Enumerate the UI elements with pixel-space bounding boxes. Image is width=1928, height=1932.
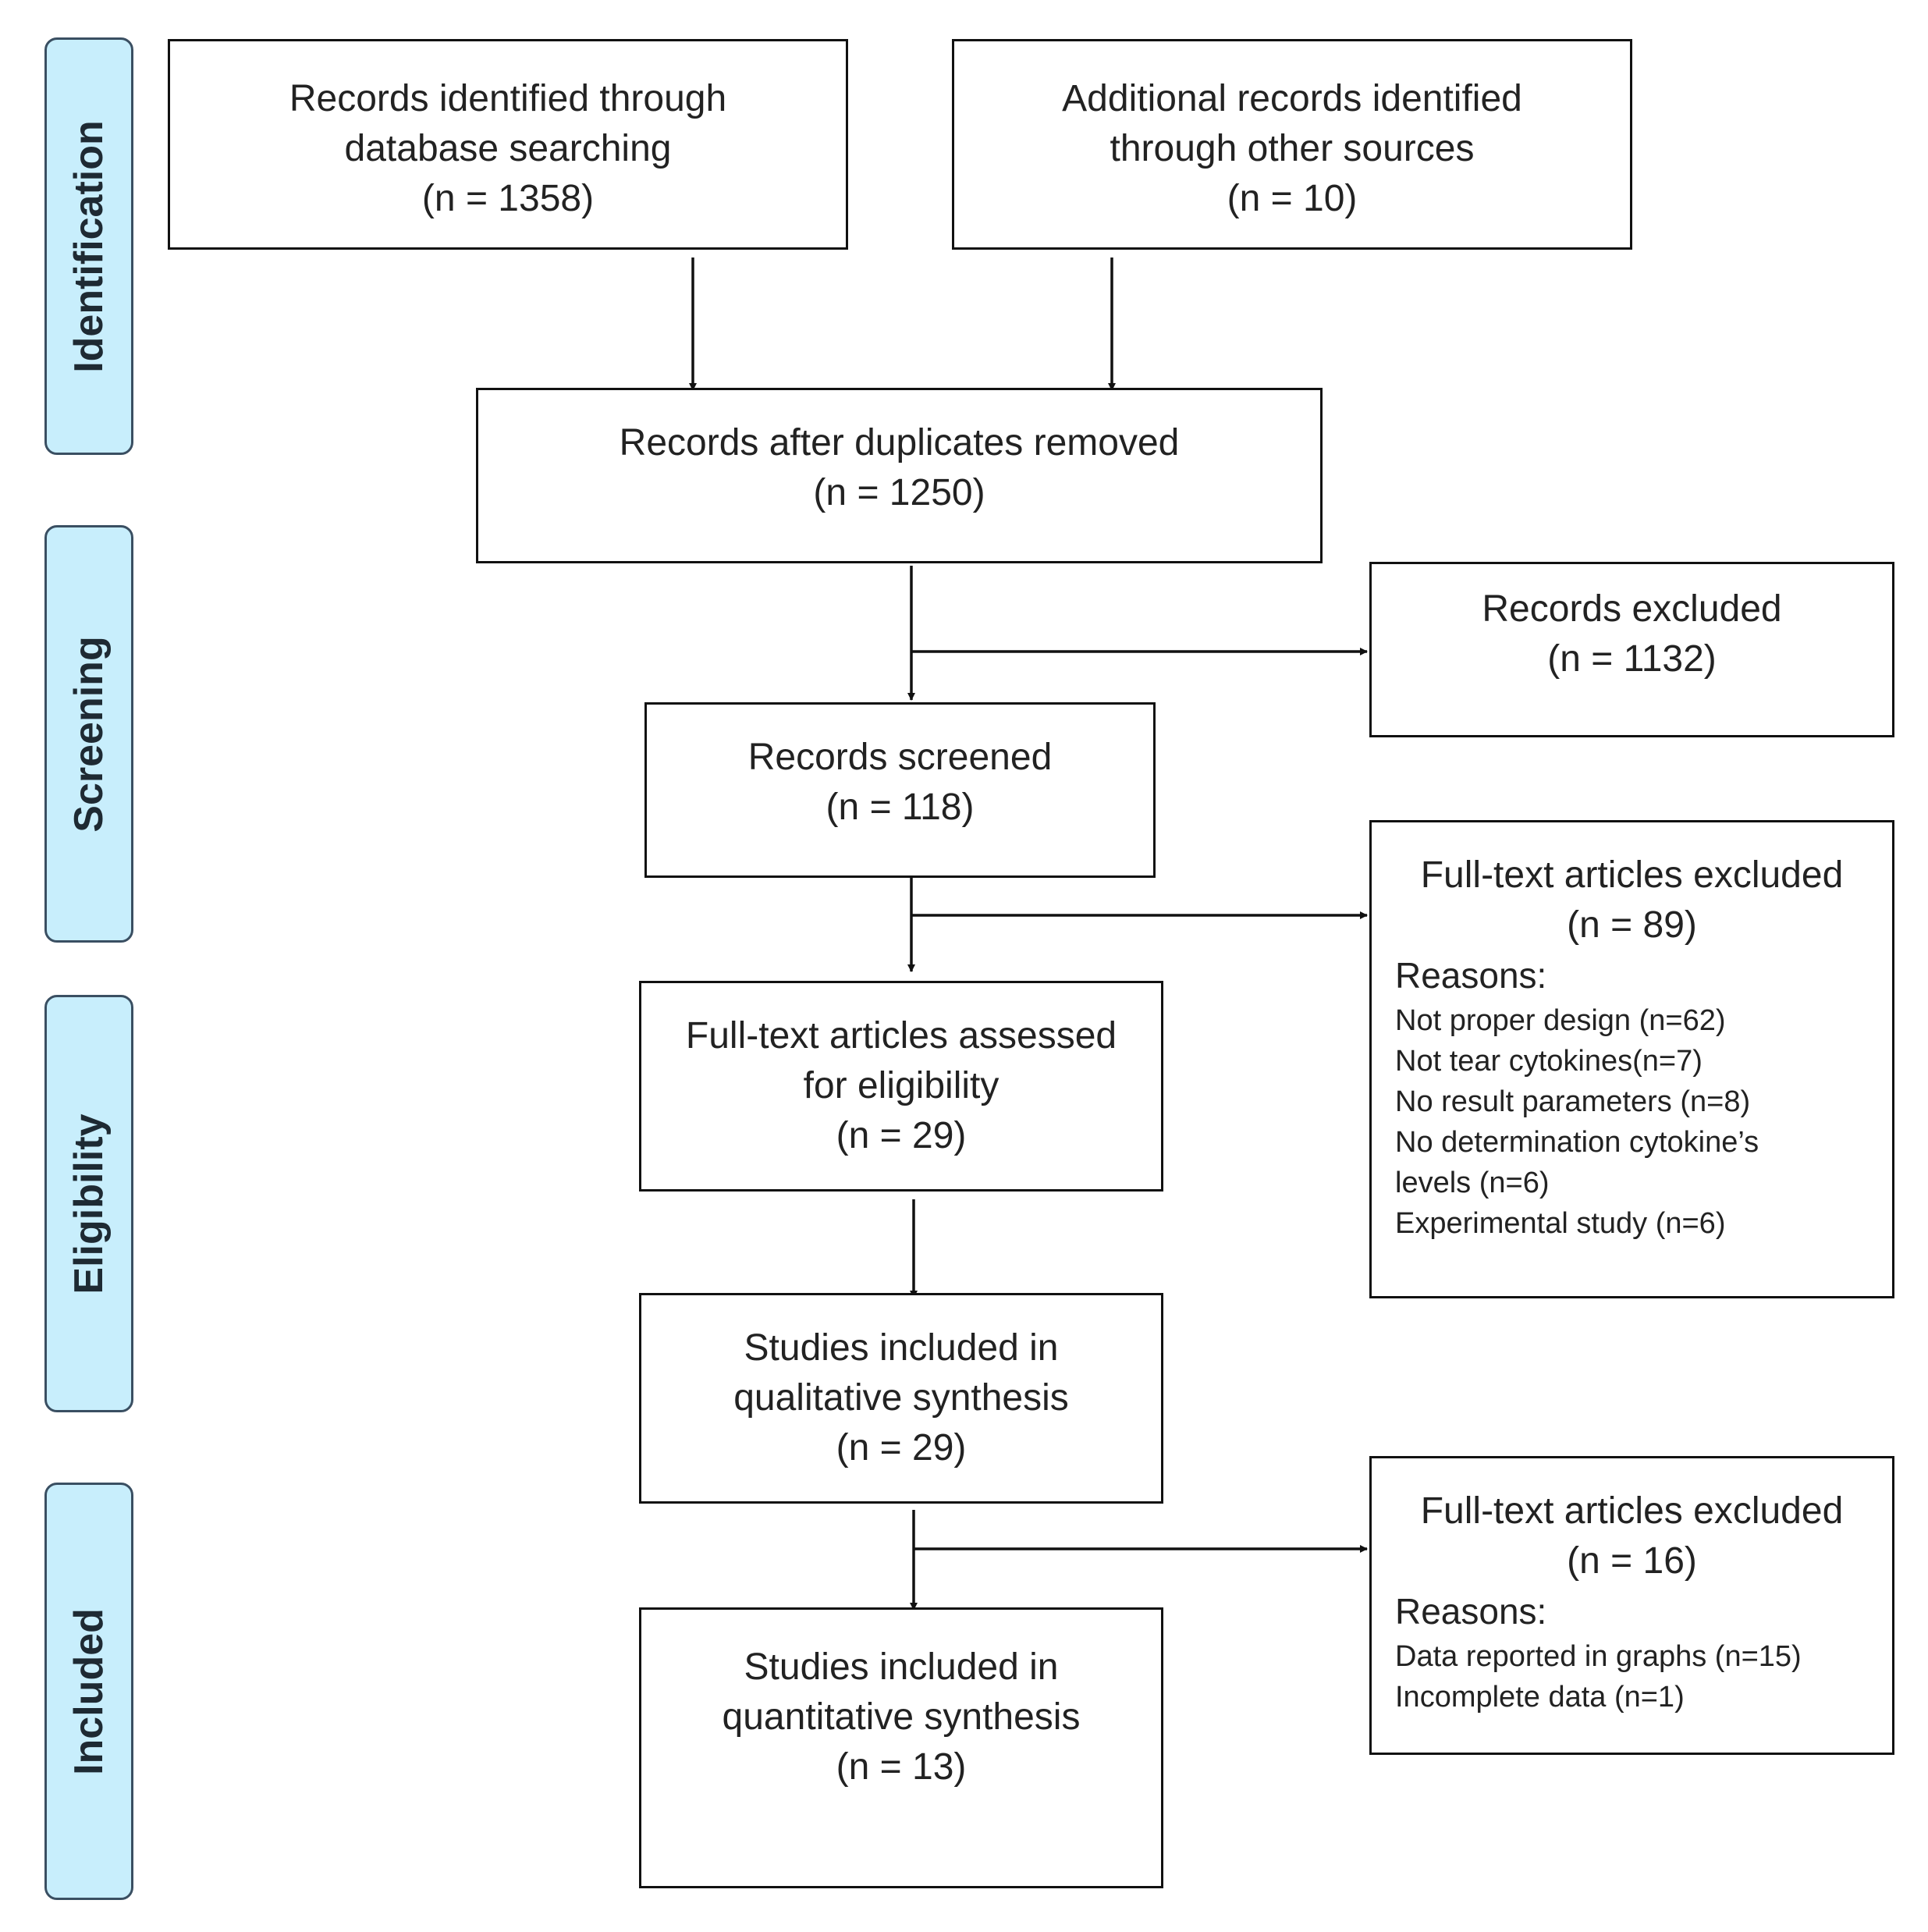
box-duplicates-removed: Records after duplicates removed (n = 12… xyxy=(476,388,1323,563)
box-screened-line1: Records screened xyxy=(747,737,1053,778)
stage-identification: Identification xyxy=(44,37,133,455)
reason-item: Not tear cytokines(n=7) xyxy=(1395,1045,1703,1078)
reason-item: Not proper design (n=62) xyxy=(1395,1004,1726,1037)
stage-included: Included xyxy=(44,1483,133,1900)
box-duplicates-count: (n = 1250) xyxy=(813,472,985,513)
box-other-records: Additional records identified through ot… xyxy=(952,39,1632,250)
box-screened-count: (n = 118) xyxy=(826,787,975,828)
box-records-excluded-count: (n = 1132) xyxy=(1547,638,1717,680)
stage-label-included: Included xyxy=(66,1607,112,1775)
box-assessed-line2: for eligibility xyxy=(803,1065,1000,1106)
box-qualitative-count: (n = 29) xyxy=(836,1427,967,1469)
box-qualitative-line2: qualitative synthesis xyxy=(733,1377,1069,1419)
box-records-screened: Records screened (n = 118) xyxy=(644,702,1156,878)
stage-eligibility: Eligibility xyxy=(44,995,133,1412)
box-records-excluded: Records excluded (n = 1132) xyxy=(1369,562,1894,737)
reason-item: Experimental study (n=6) xyxy=(1395,1207,1726,1240)
box-fulltext-excluded: Full-text articles excluded (n = 89) Rea… xyxy=(1369,820,1894,1298)
box-quantitative-line1: Studies included in xyxy=(744,1646,1059,1688)
stage-screening: Screening xyxy=(44,525,133,943)
box-fulltext-excluded-2: Full-text articles excluded (n = 16) Rea… xyxy=(1369,1456,1894,1755)
box-database-line1: Records identified through xyxy=(289,78,727,119)
box-fulltext-excluded2-count: (n = 16) xyxy=(1567,1540,1697,1582)
box-assessed-line1: Full-text articles assessed xyxy=(685,1015,1117,1057)
reason-item: No determination cytokine’s xyxy=(1395,1126,1759,1159)
stage-label-eligibility: Eligibility xyxy=(66,1113,112,1295)
box-database-line2: database searching xyxy=(344,128,672,169)
box-other-line2: through other sources xyxy=(1110,128,1475,169)
box-assessed-count: (n = 29) xyxy=(836,1115,967,1156)
reason-item: levels (n=6) xyxy=(1395,1167,1550,1199)
reason-item: Incomplete data (n=1) xyxy=(1395,1681,1685,1714)
box-fulltext-excluded-line1: Full-text articles excluded xyxy=(1420,854,1844,896)
box-quantitative-line2: quantitative synthesis xyxy=(722,1696,1081,1738)
box-qualitative-line1: Studies included in xyxy=(744,1327,1059,1369)
stage-label-screening: Screening xyxy=(66,635,112,833)
reasons-title: Reasons: xyxy=(1395,955,1547,996)
reason-item: Data reported in graphs (n=15) xyxy=(1395,1640,1802,1673)
reasons-title: Reasons: xyxy=(1395,1591,1547,1632)
box-fulltext-excluded-count: (n = 89) xyxy=(1567,904,1697,946)
box-fulltext-assessed: Full-text articles assessed for eligibil… xyxy=(639,981,1163,1192)
box-records-excluded-line1: Records excluded xyxy=(1482,588,1782,630)
box-quantitative-synthesis: Studies included in quantitative synthes… xyxy=(639,1607,1163,1888)
box-quantitative-count: (n = 13) xyxy=(836,1746,967,1788)
box-database-count: (n = 1358) xyxy=(421,178,595,219)
box-other-count: (n = 10) xyxy=(1227,178,1358,219)
box-qualitative-synthesis: Studies included in qualitative synthesi… xyxy=(639,1293,1163,1504)
box-fulltext-excluded2-line1: Full-text articles excluded xyxy=(1420,1490,1844,1532)
reason-item: No result parameters (n=8) xyxy=(1395,1085,1751,1118)
box-other-line1: Additional records identified xyxy=(1062,78,1522,119)
box-database-records: Records identified through database sear… xyxy=(168,39,848,250)
stage-label-identification: Identification xyxy=(66,119,112,373)
box-duplicates-line1: Records after duplicates removed xyxy=(619,422,1180,463)
